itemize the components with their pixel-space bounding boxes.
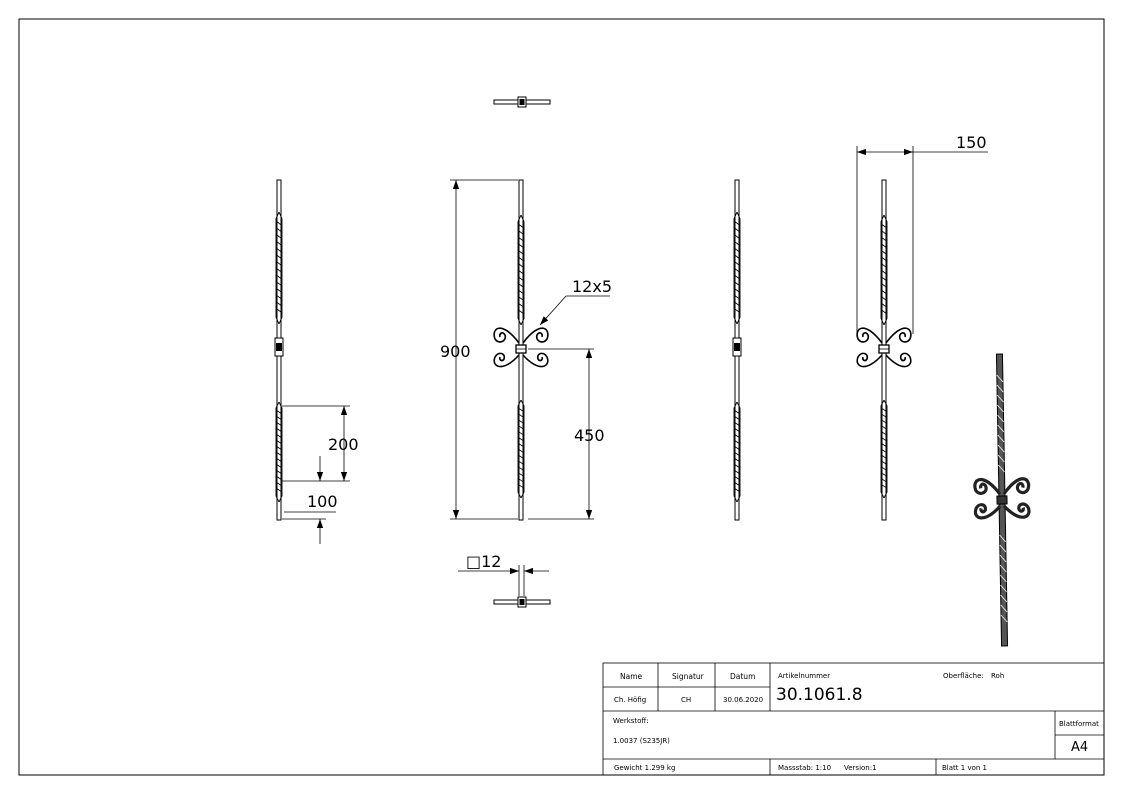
label-datum: Datum <box>730 672 755 681</box>
twist-dimensions <box>282 405 350 544</box>
bottom-view <box>493 596 551 608</box>
dim-height-total: 900 <box>440 342 471 361</box>
value-artikelnummer: 30.1061.8 <box>776 685 863 705</box>
label-oberflaeche: Oberfläche: <box>943 672 984 680</box>
version: Version:1 <box>844 764 877 772</box>
value-datum: 30.06.2020 <box>723 696 763 704</box>
label-artikelnummer: Artikelnummer <box>778 672 830 680</box>
value-blattformat: A4 <box>1071 740 1088 755</box>
blatt: Blatt 1 von 1 <box>942 764 987 772</box>
side-view <box>274 179 284 521</box>
title-block <box>602 662 1105 776</box>
massstab: Massstab: 1:10 <box>778 764 831 772</box>
rear-front-view <box>856 179 912 521</box>
gewicht: Gewicht 1.299 kg <box>614 764 675 772</box>
sheet-border <box>18 18 1105 776</box>
top-view <box>493 96 551 108</box>
dim-scroll-width: 150 <box>956 133 987 152</box>
front-dimensions <box>450 179 610 520</box>
bar-section-dimension <box>458 565 549 596</box>
value-oberflaeche: Roh <box>991 672 1004 680</box>
label-name: Name <box>620 672 643 681</box>
front-view <box>493 179 549 521</box>
dim-twist-offset: 100 <box>307 492 338 511</box>
value-signatur: CH <box>681 696 691 704</box>
rear-side-view <box>732 179 742 521</box>
dim-twist-length: 200 <box>328 435 359 454</box>
dim-height-center: 450 <box>574 426 605 445</box>
label-blattformat: Blattformat <box>1059 720 1099 728</box>
dim-ornament-size: 12x5 <box>572 277 612 296</box>
scroll-width-dimension <box>856 146 988 334</box>
label-signatur: Signatur <box>672 672 705 681</box>
label-werkstoff: Werkstoff: <box>613 717 649 725</box>
value-name: Ch. Höfig <box>614 696 646 704</box>
dim-bar-section: □12 <box>466 552 501 571</box>
value-werkstoff: 1.0037 (S235JR) <box>613 737 670 745</box>
isometric-view <box>973 353 1031 647</box>
